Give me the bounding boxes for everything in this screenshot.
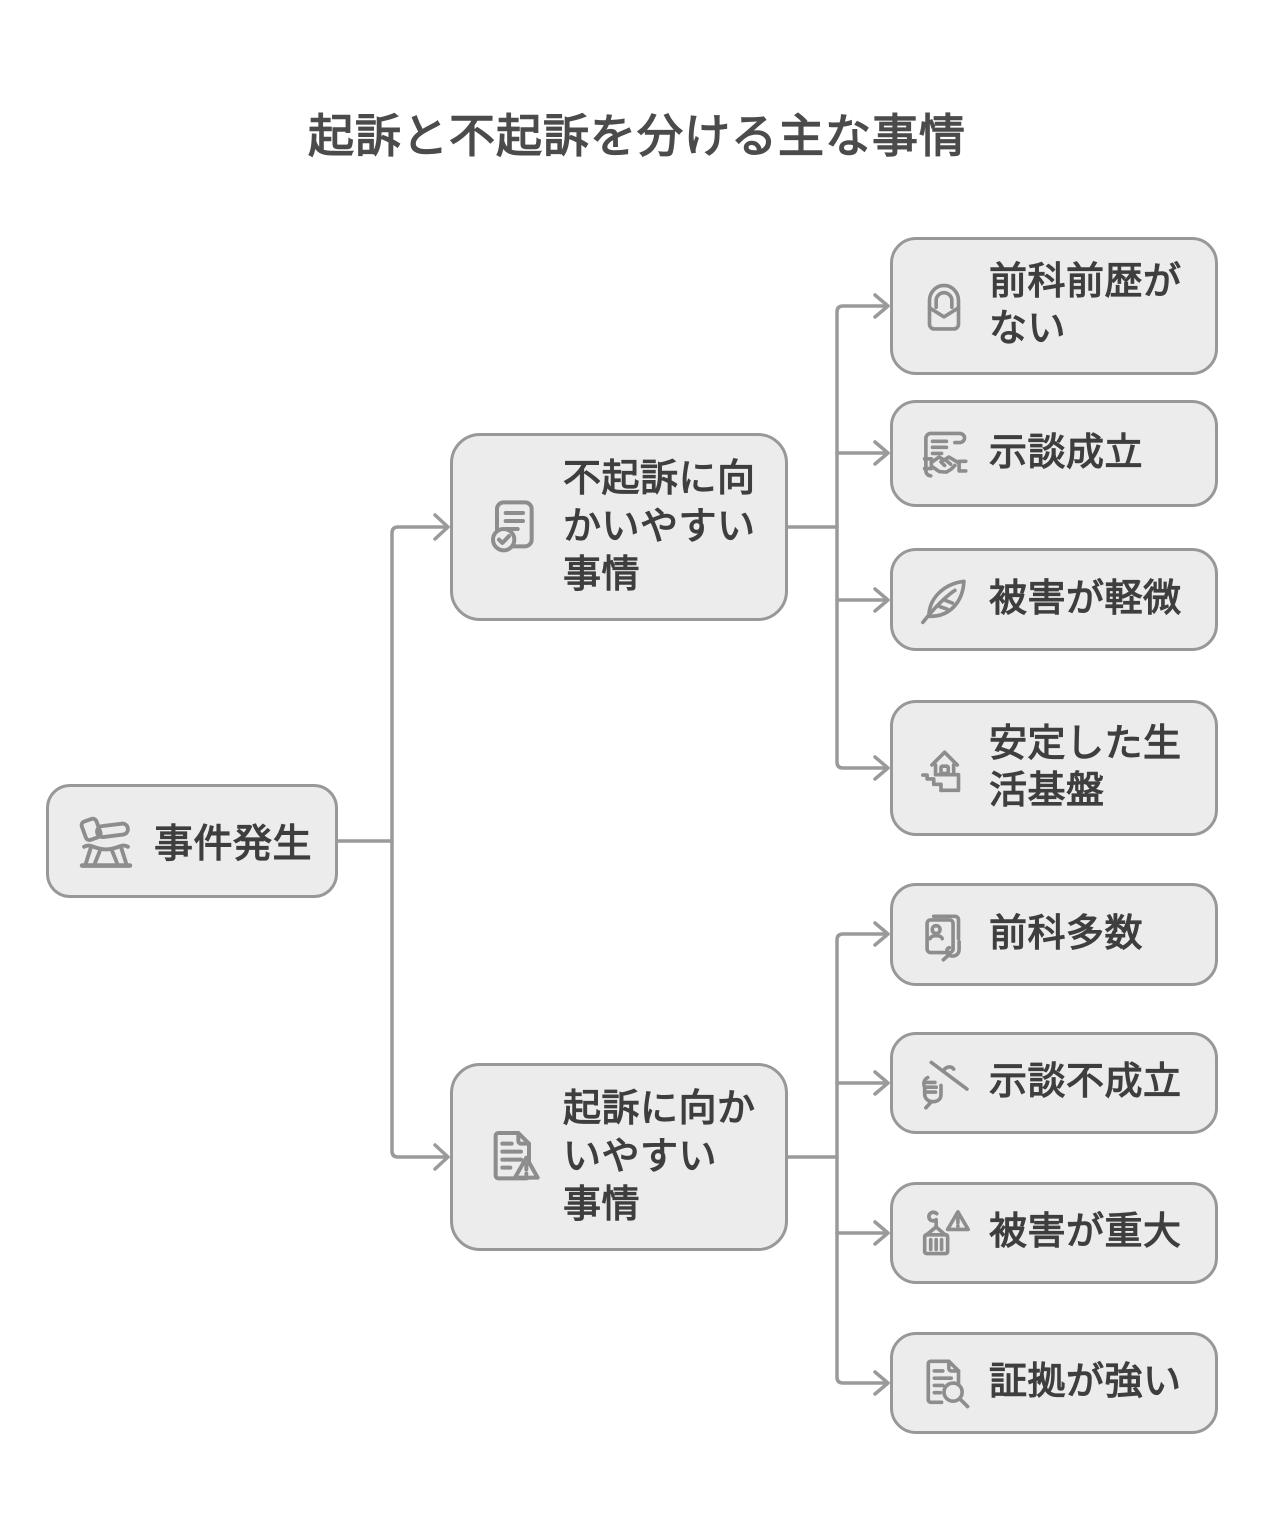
document-check-icon [481,495,545,559]
connector-root-to-branches [336,513,450,1171]
arrowhead-icon [433,513,450,541]
document-warning-icon [481,1125,545,1189]
arrowhead-icon [873,440,890,466]
id-card-icon [915,906,973,964]
node-incident-occurs: 事件発生 [46,784,338,898]
arrowhead-icon [873,1220,890,1246]
node-settlement-reached: 示談成立 [890,400,1218,507]
node-stable-livelihood: 安定した生 活基盤 [890,700,1218,836]
document-search-icon [915,1354,973,1412]
contract-handshake-icon [915,425,973,483]
node-serious-damage: 被害が重大 [890,1182,1218,1284]
connector-branch1-to-leaves [786,293,890,781]
house-foundation-icon [915,739,973,797]
clean-record-icon [915,277,973,335]
node-label: 前科前歴が ない [989,260,1182,351]
node-label: 不起訴に向 かいやすい 事情 [563,457,756,597]
gavel-icon [75,810,137,872]
arrowhead-icon [873,1070,890,1096]
node-toward-non-prosecution: 不起訴に向 かいやすい 事情 [450,433,788,621]
node-settlement-failed: 示談不成立 [890,1032,1218,1134]
node-toward-prosecution: 起訴に向か いやすい 事情 [450,1063,788,1251]
arrowhead-icon [873,1370,890,1396]
node-label: 証拠が強い [989,1361,1182,1404]
node-label: 示談成立 [989,431,1144,474]
arrowhead-icon [873,293,890,319]
node-label: 示談不成立 [989,1061,1182,1104]
node-no-criminal-record: 前科前歴が ない [890,237,1218,375]
node-minor-damage: 被害が軽微 [890,548,1218,651]
diagram-title: 起訴と不起訴を分ける主な事情 [308,110,966,162]
feather-icon [915,571,973,629]
broken-handshake-icon [915,1054,973,1112]
node-strong-evidence: 証拠が強い [890,1332,1218,1434]
node-label: 事件発生 [154,823,313,866]
node-label: 起訴に向か いやすい 事情 [563,1087,756,1227]
node-label: 安定した生 活基盤 [989,722,1182,813]
arrowhead-icon [873,755,890,781]
node-many-prior-offenses: 前科多数 [890,883,1218,986]
node-label: 前科多数 [989,912,1144,955]
arrowhead-icon [873,587,890,613]
node-label: 被害が重大 [989,1211,1182,1254]
arrowhead-icon [433,1143,450,1171]
arrowhead-icon [873,921,890,947]
connector-branch2-to-leaves [786,921,890,1396]
node-label: 被害が軽微 [989,577,1182,620]
crane-load-warning-icon [915,1204,973,1262]
